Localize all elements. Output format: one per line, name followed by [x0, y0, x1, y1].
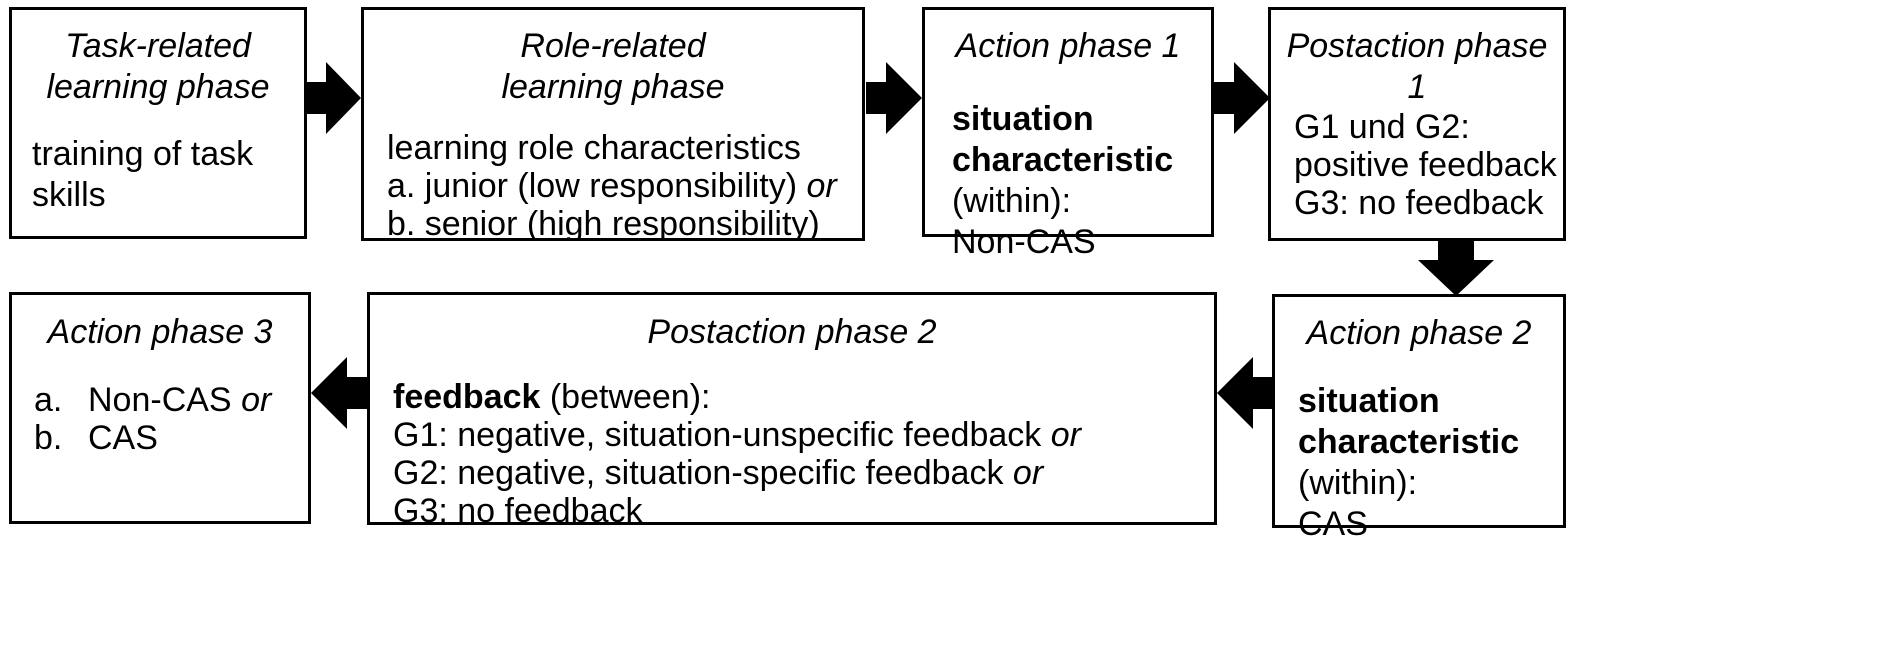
box-text: learning role characteristics [387, 129, 801, 167]
right-arrow-icon [866, 62, 922, 134]
box-text: skills [32, 176, 106, 214]
box-title: Postaction phase 2 [647, 313, 937, 351]
box-text: G3: no feedback [1294, 184, 1544, 222]
postaction-phase-1-box: Postaction phase 1 G1 und G2: positive f… [1268, 7, 1566, 241]
task-related-learning-phase-box: Task-related learning phase training of … [9, 7, 307, 239]
or-connector: or [1050, 416, 1081, 454]
box-text: a. junior (low responsibility) [387, 167, 798, 205]
list-marker: b. [34, 419, 63, 457]
box-title: learning phase [46, 68, 270, 106]
box-text: Non-CAS [952, 223, 1096, 261]
list-marker: a. [34, 381, 63, 419]
box-title: learning phase [501, 68, 725, 106]
role-related-learning-phase-box: Role-related learning phase learning rol… [361, 7, 865, 241]
left-arrow-icon [311, 357, 367, 429]
left-arrow-icon [1217, 357, 1273, 429]
box-text: G1 und G2: [1294, 108, 1470, 146]
box-text: Non-CAS [88, 381, 232, 419]
box-text: G1: negative, situation-unspecific feedb… [393, 416, 1042, 454]
box-text: positive feedback [1294, 146, 1557, 184]
box-text-bold: characteristic [952, 141, 1174, 179]
postaction-phase-2-box: Postaction phase 2 feedback (between): G… [367, 292, 1217, 530]
box-title: Action phase 1 [955, 27, 1181, 65]
action-phase-1-box: Action phase 1 situation characteristic … [922, 7, 1214, 261]
box-text-bold: feedback [393, 378, 541, 416]
box-title: 1 [1407, 68, 1427, 106]
right-arrow-icon [1214, 62, 1270, 134]
box-text: (between): [540, 378, 711, 416]
box-title: Action phase 2 [1306, 314, 1532, 352]
box-text: (within): [1298, 464, 1418, 502]
or-connector: or [241, 381, 272, 419]
box-text: CAS [88, 419, 158, 457]
or-connector: or [806, 167, 837, 205]
action-phase-3-box: Action phase 3 a. Non-CAS or b. CAS [9, 292, 311, 524]
box-text: G3: no feedback [393, 492, 643, 530]
box-title: Role-related [520, 27, 706, 65]
action-phase-2-box: Action phase 2 situation characteristic … [1272, 294, 1566, 543]
box-text: training of task [32, 135, 254, 173]
or-connector: or [1012, 454, 1044, 492]
box-title: Task-related [65, 27, 251, 65]
box-text-bold: situation [1298, 382, 1440, 420]
box-text: b. senior (high responsibility) [387, 205, 820, 241]
box-title: Action phase 3 [47, 313, 273, 351]
down-arrow-icon [1418, 240, 1494, 296]
right-arrow-icon [306, 62, 361, 134]
box-text: CAS [1298, 505, 1368, 543]
box-text-bold: characteristic [1298, 423, 1520, 461]
box-title: Postaction phase [1286, 27, 1548, 65]
box-text: (within): [952, 182, 1072, 220]
box-text: G2: negative, situation-specific feedbac… [393, 454, 1004, 492]
box-text-bold: situation [952, 100, 1094, 138]
